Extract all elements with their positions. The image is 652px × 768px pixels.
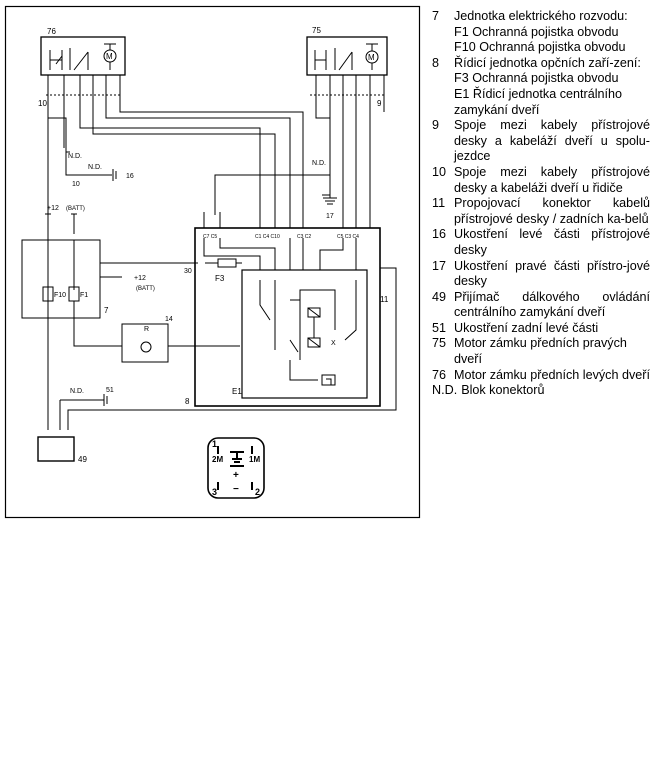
label-r: R xyxy=(144,326,149,333)
label-51: 51 xyxy=(106,387,114,394)
fuse-box-7: +12 (BATT) F10 F1 7 +12 (BATT) xyxy=(21,205,180,430)
label-12-batt-a: +12 xyxy=(47,205,59,212)
legend-item: F1 Ochranná pojistka obvodu xyxy=(454,24,619,39)
label-f10: F10 xyxy=(54,292,66,299)
pin-plus: + xyxy=(233,470,239,481)
pin-3: 3 xyxy=(212,487,217,497)
motor-76: 76 M xyxy=(40,27,126,76)
legend-item: E1 Řídicí jednotka centrálního zamykání … xyxy=(454,86,623,117)
label-f3: F3 xyxy=(215,274,225,283)
label-11: 11 xyxy=(380,295,389,304)
svg-text:M: M xyxy=(106,52,113,61)
label-16: 16 xyxy=(126,173,134,180)
label-10-left: 10 xyxy=(38,99,47,108)
label-14: 14 xyxy=(165,316,173,323)
legend-item: N.D.Blok konektorů xyxy=(432,383,545,398)
legend-item: F10 Ochranná pojistka obvodu xyxy=(454,40,626,55)
pin-1m: 1M xyxy=(249,455,260,464)
label-9-right: 9 xyxy=(377,99,382,108)
label-nd-2: N.D. xyxy=(88,164,102,171)
label-12-batt-b: +12 xyxy=(134,275,146,282)
motor-75: 75 M xyxy=(306,26,388,76)
label-e1: E1 xyxy=(232,387,242,396)
label-49: 49 xyxy=(78,455,87,464)
label-17: 17 xyxy=(326,213,334,220)
connector-pinout: 1 2M 1M 3 2 + − xyxy=(207,437,265,499)
legend-item: F3 Ochranná pojistka obvodu xyxy=(454,71,619,86)
svg-text:M: M xyxy=(368,53,375,62)
label-76: 76 xyxy=(47,27,56,36)
pin-2: 2 xyxy=(255,487,260,497)
svg-text:C7 C5: C7 C5 xyxy=(203,234,217,240)
label-batt-a: (BATT) xyxy=(66,206,85,212)
label-75: 75 xyxy=(312,26,321,35)
pin-minus: − xyxy=(233,484,239,495)
label-8: 8 xyxy=(185,397,190,406)
pin-1: 1 xyxy=(212,439,217,449)
label-x: X xyxy=(331,340,336,347)
label-f1: F1 xyxy=(80,292,88,299)
label-nd-1: N.D. xyxy=(68,153,82,160)
receiver-49: 49 xyxy=(37,436,87,464)
label-30: 30 xyxy=(184,268,192,275)
label-nd-3: N.D. xyxy=(312,160,326,167)
label-batt-b: (BATT) xyxy=(136,286,155,292)
svg-text:C3 C2: C3 C2 xyxy=(297,234,311,240)
svg-text:C5 C3 C4: C5 C3 C4 xyxy=(337,234,359,240)
control-unit-8: C7 C5 C1 C4 C10 C3 C2 C5 C3 C4 8 E1 X F3… xyxy=(180,212,381,407)
receiver-14: R 14 xyxy=(112,316,240,363)
label-10-mid: 10 xyxy=(72,181,80,188)
wiring-diagram: 76 M 10 75 M 9 N.D. 10 N.D. 16 N.D. 17 xyxy=(4,5,421,519)
label-7: 7 xyxy=(104,306,109,315)
svg-text:C1 C4 C10: C1 C4 C10 xyxy=(255,234,280,240)
diagram-frame xyxy=(4,5,421,519)
label-nd-4: N.D. xyxy=(70,388,84,395)
pin-2m: 2M xyxy=(212,455,223,464)
